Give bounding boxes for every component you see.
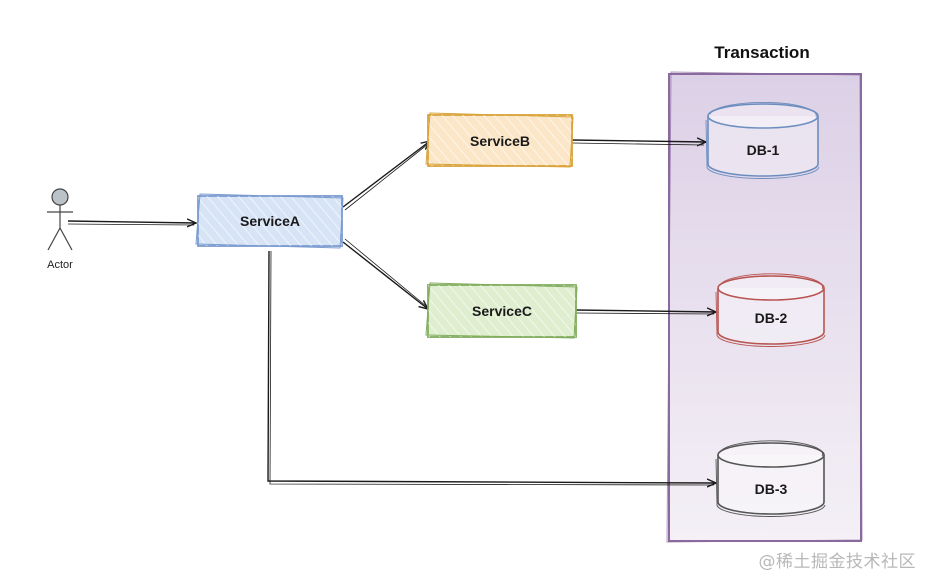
- transaction-group: Transaction: [666, 43, 863, 543]
- db1-label: DB-1: [747, 142, 780, 158]
- edge-serviceb-to-db1: [571, 140, 706, 142]
- transaction-title: Transaction: [714, 43, 809, 62]
- edge-servicea-to-db3: [267, 250, 716, 483]
- db2-cylinder[interactable]: DB-2: [715, 273, 826, 347]
- servicea-node[interactable]: ServiceA: [195, 193, 344, 249]
- actor-label: Actor: [47, 259, 73, 271]
- serviceb-label: ServiceB: [470, 133, 530, 149]
- db1-cylinder[interactable]: DB-1: [705, 101, 820, 179]
- watermark: @稀土掘金技术社区: [758, 552, 916, 572]
- servicea-label: ServiceA: [240, 213, 300, 229]
- servicec-node[interactable]: ServiceC: [425, 282, 578, 339]
- connectors: [67, 140, 716, 485]
- db3-label: DB-3: [755, 481, 788, 497]
- edge-servicea-to-serviceb: [342, 141, 430, 208]
- db3-cylinder[interactable]: DB-3: [715, 440, 826, 517]
- edge-actor-to-servicea: [67, 221, 196, 223]
- actor: Actor: [47, 188, 73, 271]
- serviceb-node[interactable]: ServiceB: [425, 112, 574, 168]
- actor-head-icon: [51, 188, 69, 206]
- edge-servicec-to-db2: [575, 310, 716, 312]
- db2-label: DB-2: [755, 310, 788, 326]
- transaction-container: [668, 73, 862, 542]
- servicec-label: ServiceC: [472, 303, 532, 319]
- edge-servicea-to-servicec: [342, 241, 428, 309]
